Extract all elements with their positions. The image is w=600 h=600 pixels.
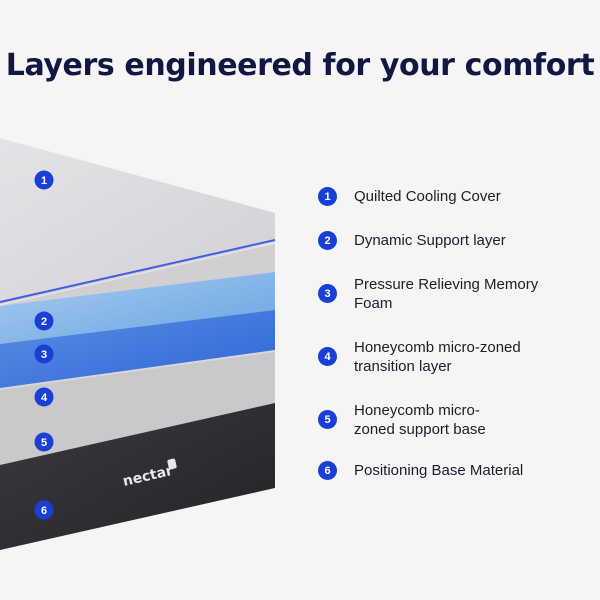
layer-4 xyxy=(0,305,275,388)
number-badge: 6 xyxy=(318,461,337,480)
mattress-badge-1: 1 xyxy=(34,170,54,190)
legend-item-4: 4 Honeycomb micro-zoned transition layer xyxy=(318,338,554,376)
mattress-badge-5: 5 xyxy=(34,432,54,452)
legend-item-6: 6 Positioning Base Material xyxy=(318,461,554,480)
legend-label: Positioning Base Material xyxy=(354,462,524,479)
legend-label: Honeycomb micro-zoned support base xyxy=(354,402,486,438)
svg-text:4: 4 xyxy=(41,392,48,404)
legend-item-3: 3 Pressure Relieving Memory Foam xyxy=(318,275,554,313)
legend-item-2: 2 Dynamic Support layer xyxy=(318,231,554,250)
svg-text:3: 3 xyxy=(41,349,47,361)
svg-text:1: 1 xyxy=(41,175,47,187)
mattress-badge-6: 6 xyxy=(34,500,54,520)
number-badge: 5 xyxy=(318,410,337,429)
layer-6-base xyxy=(0,399,275,550)
number-badge: 2 xyxy=(318,231,337,250)
legend-item-5: 5 Honeycomb micro-zoned support base xyxy=(318,401,504,439)
svg-text:2: 2 xyxy=(41,316,47,328)
number-badge: 4 xyxy=(318,347,337,366)
svg-text:5: 5 xyxy=(41,437,47,449)
number-badge: 3 xyxy=(318,284,337,303)
legend-item-1: 1 Quilted Cooling Cover xyxy=(318,187,554,206)
mattress-badge-2: 2 xyxy=(34,311,54,331)
legend-label: Quilted Cooling Cover xyxy=(354,188,501,205)
legend-label: Dynamic Support layer xyxy=(354,232,506,249)
mattress-badge-3: 3 xyxy=(34,344,54,364)
layer-1-cover xyxy=(0,138,275,302)
number-badge: 1 xyxy=(318,187,337,206)
brand-logo-mark xyxy=(167,458,177,470)
mattress-badge-4: 4 xyxy=(34,387,54,407)
legend-label: Pressure Relieving Memory Foam xyxy=(354,276,539,312)
page-title: Layers engineered for your comfort xyxy=(5,48,595,83)
svg-text:6: 6 xyxy=(41,505,47,517)
layer-3 xyxy=(0,268,275,344)
legend-label: Honeycomb micro-zoned transition layer xyxy=(354,339,521,375)
